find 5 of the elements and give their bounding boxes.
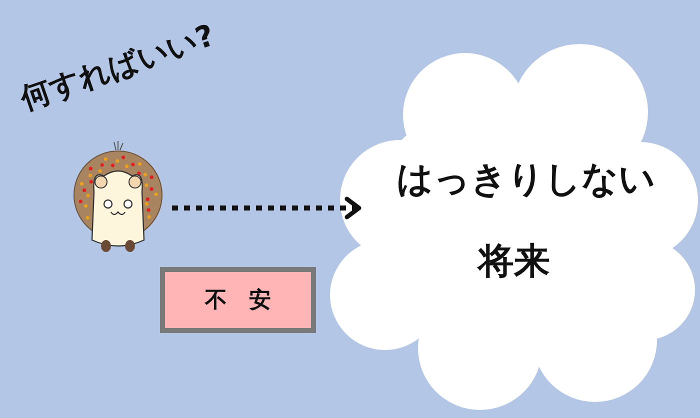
label-box: 不 安 <box>160 267 316 333</box>
cloud-text: 将来 <box>476 244 551 280</box>
question-text: 何すればいい? <box>15 17 220 120</box>
arrow <box>172 196 362 220</box>
cloud-text: はっきりしない <box>396 162 656 198</box>
